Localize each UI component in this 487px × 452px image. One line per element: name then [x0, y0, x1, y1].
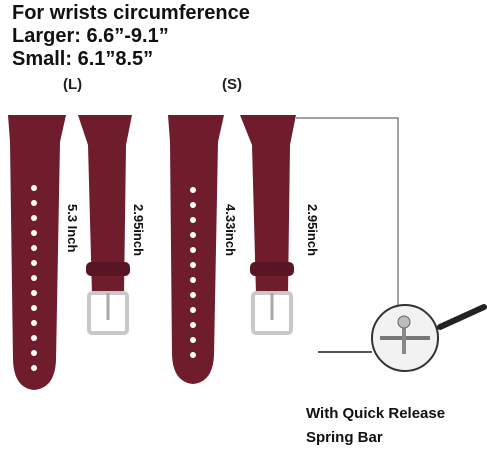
small-short-strap	[240, 115, 296, 295]
spring-bar-caption: With Quick Release Spring Bar	[306, 402, 445, 450]
large-long-length: 5.3 Inch	[65, 204, 80, 253]
large-long-strap	[8, 115, 66, 390]
spring-bar-tool	[437, 304, 487, 330]
large-size-label: (L)	[63, 76, 83, 93]
large-long-strap-holes	[31, 185, 37, 371]
header-line-large: Larger: 6.6”-9.1”	[12, 25, 169, 47]
caption-line-2: Spring Bar	[306, 429, 383, 446]
small-size-label: (S)	[222, 76, 242, 93]
large-short-length: 2.95inch	[131, 204, 146, 257]
large-short-strap	[78, 115, 132, 295]
small-long-length: 4.33inch	[223, 204, 238, 257]
small-long-strap	[168, 115, 224, 384]
spring-bar-magnifier	[318, 304, 439, 372]
wrist-size-header: For wrists circumference Larger: 6.6”-9.…	[12, 2, 250, 71]
caption-line-1: With Quick Release	[306, 405, 446, 422]
large-strap-keeper	[86, 262, 130, 276]
small-short-length: 2.95inch	[305, 204, 320, 257]
small-strap-keeper	[250, 262, 294, 276]
header-line-small: Small: 6.1”8.5”	[12, 48, 154, 70]
small-long-strap-holes	[190, 187, 196, 358]
header-line-title: For wrists circumference	[12, 2, 250, 24]
spring-bar-pointer-line	[296, 117, 399, 312]
